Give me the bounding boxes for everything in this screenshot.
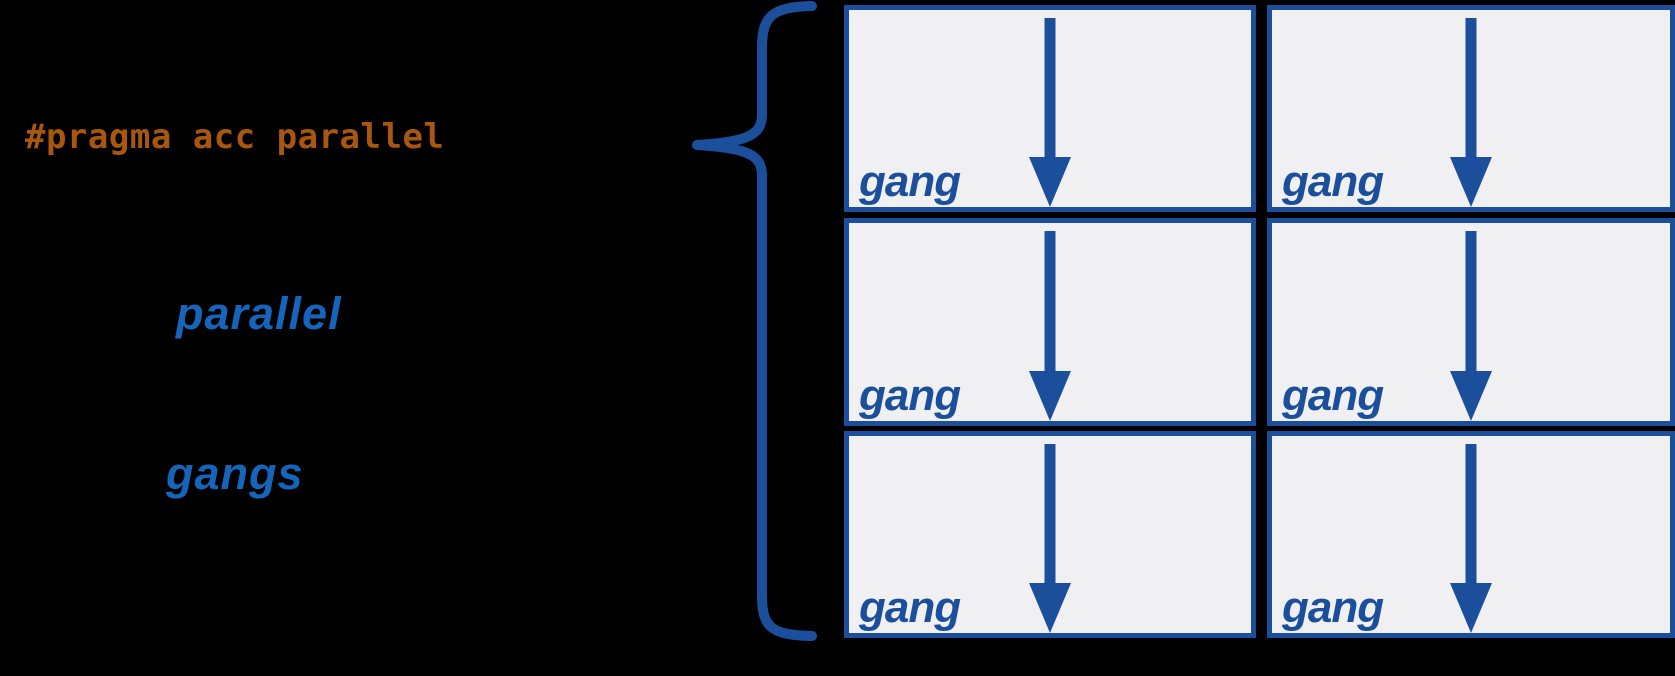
gang-label: gang (859, 157, 961, 206)
gang-label: gang (859, 371, 961, 420)
gang-label: gang (1282, 157, 1384, 206)
gang-label: gang (1282, 583, 1384, 632)
gang-box: gang (1267, 5, 1675, 212)
gang-box: gang (1267, 218, 1675, 426)
pragma-directive-label: #pragma acc parallel (25, 117, 445, 157)
gang-box: gang (844, 5, 1256, 212)
gangs-label: gangs (166, 448, 304, 499)
gang-box: gang (1267, 431, 1675, 638)
down-arrow-icon (1450, 18, 1492, 207)
down-arrow-icon (1029, 444, 1071, 633)
down-arrow-icon (1450, 231, 1492, 421)
down-arrow-icon (1029, 231, 1071, 421)
parallel-label: parallel (176, 288, 342, 339)
gang-box: gang (844, 431, 1256, 638)
down-arrow-icon (1450, 444, 1492, 633)
down-arrow-icon (1029, 18, 1071, 207)
gang-label: gang (1282, 371, 1384, 420)
gang-box: gang (844, 218, 1256, 426)
gang-label: gang (859, 583, 961, 632)
